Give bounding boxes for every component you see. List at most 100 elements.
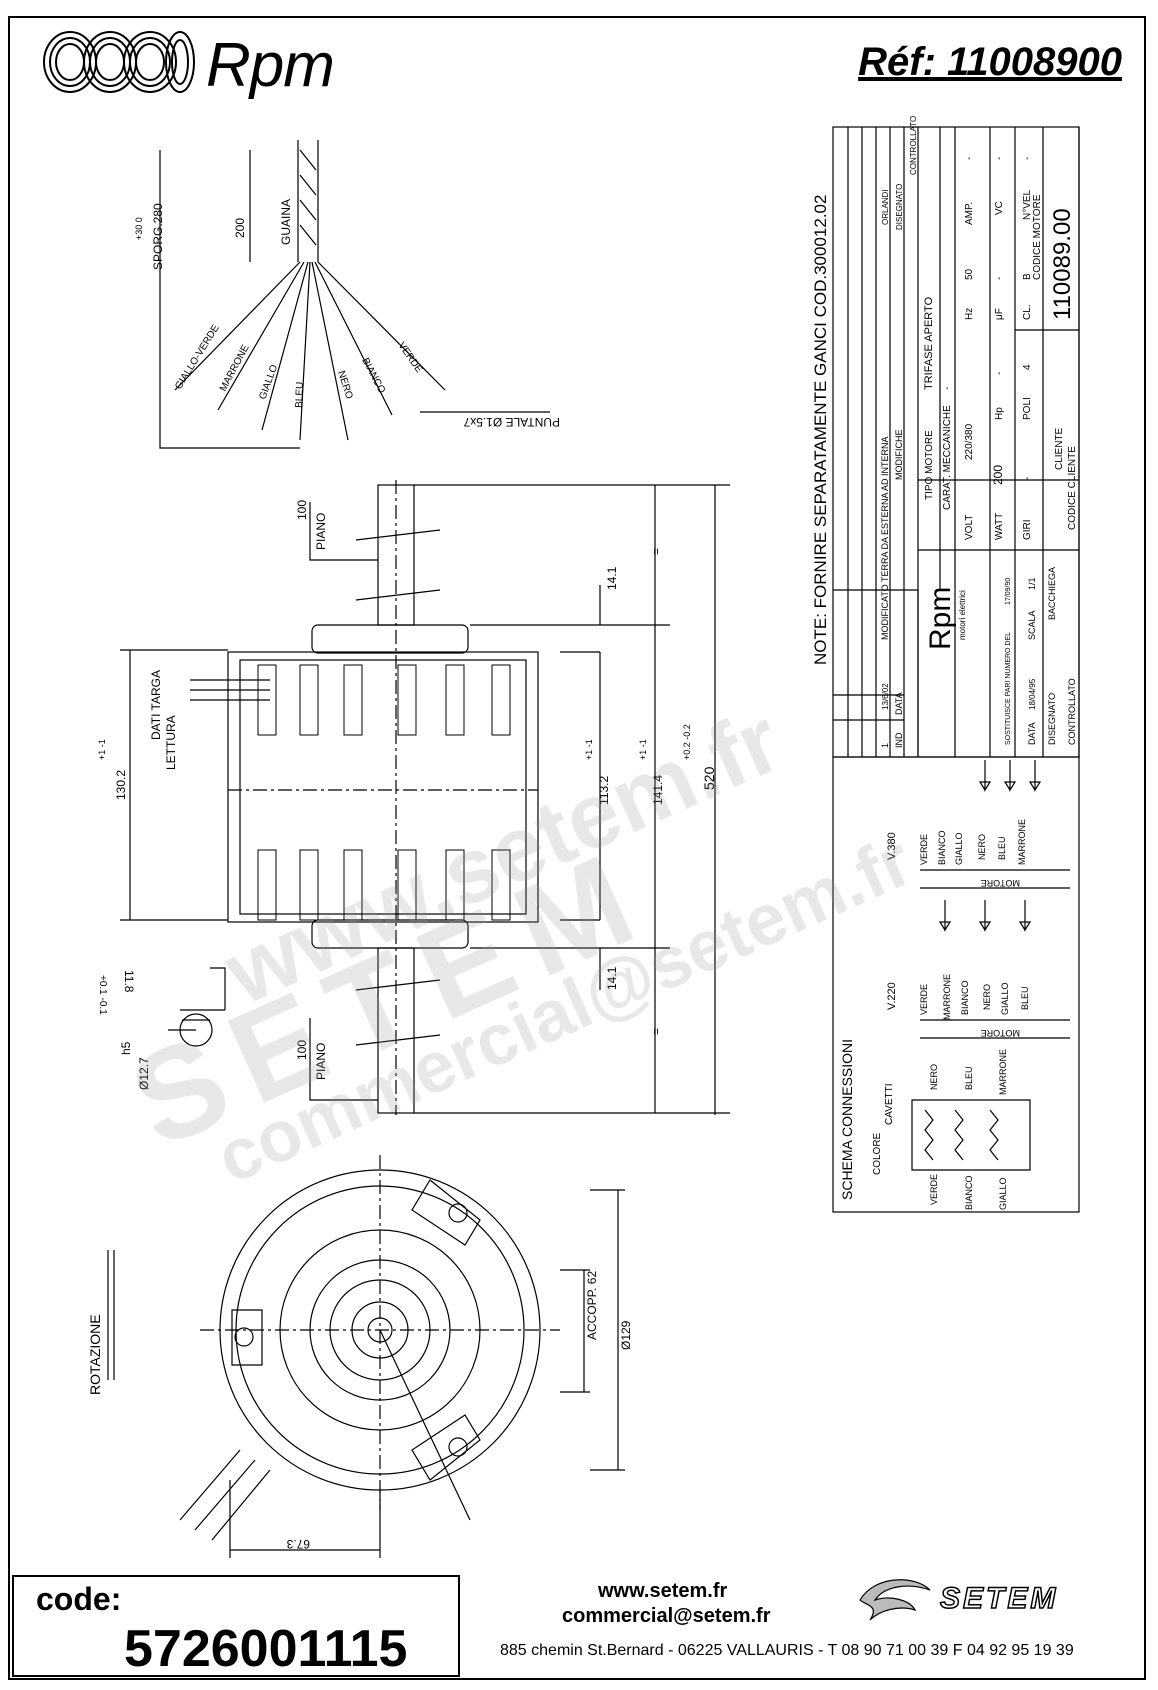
rotation-bar bbox=[107, 1250, 115, 1380]
setem-logo-text: SETEM bbox=[939, 1581, 1059, 1616]
v220-wire-6: BLEU bbox=[1020, 986, 1030, 1010]
motor-type-label: TIPO MOTORE bbox=[924, 430, 935, 500]
code-value: 5726001115 bbox=[124, 1620, 408, 1678]
wire-bot-verde: VERDE bbox=[929, 1174, 939, 1205]
wire-top-bleu: BLEU bbox=[964, 1066, 974, 1090]
dim-130-2-tol: +1 -1 bbox=[97, 739, 107, 760]
footer-email-link[interactable]: commercial@setem.fr bbox=[562, 1605, 771, 1627]
poli-label: POLI bbox=[1022, 397, 1033, 420]
cl-value: B bbox=[1022, 273, 1033, 280]
uf-label: μF bbox=[994, 308, 1005, 320]
v380-label: V.380 bbox=[886, 832, 898, 860]
nvel-value: - bbox=[1022, 157, 1033, 160]
sostituisce-date: 17/09/90 bbox=[1005, 578, 1012, 605]
wire-label-giallo-verde: GIALLO-VERDE bbox=[173, 323, 222, 392]
data-value: 18/04/95 bbox=[1028, 678, 1037, 710]
shaft-bottom bbox=[377, 947, 415, 1114]
sporg-tolerance: +30 0 bbox=[134, 217, 144, 240]
wire-bot-giallo: GIALLO bbox=[998, 1177, 1008, 1210]
disegnato-label: DISEGNATO bbox=[1047, 693, 1057, 745]
hdr-modifiche: MODIFICHE bbox=[894, 430, 904, 481]
dim-11-8-tol: +0.1 -0.1 bbox=[97, 975, 108, 1015]
schema-title: SCHEMA CONNESSIONI bbox=[839, 1039, 855, 1200]
dim-67-3: 67.3 bbox=[286, 1537, 310, 1551]
reference-number: Réf: 11008900 bbox=[858, 40, 1122, 84]
nvel-label: N°VEL bbox=[1022, 189, 1033, 220]
v220-motore: MOTORE bbox=[981, 1028, 1020, 1038]
volt-value: 220/380 bbox=[964, 423, 975, 460]
piano-top-label: PIANO bbox=[314, 513, 328, 550]
sostituisce-label: SOSTITUISCE PARI NUMERO DEL bbox=[1005, 632, 1012, 745]
hdr-orlandi: ORLANDI bbox=[881, 189, 890, 225]
data-label: DATA bbox=[1027, 722, 1037, 745]
code-box: code: 5726001115 bbox=[12, 1575, 460, 1678]
v220-wire-2: MARRONE bbox=[942, 974, 952, 1020]
dim-141-4: 141.4 bbox=[651, 775, 665, 805]
codice-motore: 110089.00 bbox=[1049, 208, 1076, 320]
hp-label: Hp bbox=[994, 407, 1005, 420]
lettura-label: LETTURA bbox=[164, 715, 178, 770]
watt-label: WATT bbox=[994, 513, 1005, 540]
footer-address: 885 chemin St.Bernard - 06225 VALLAURIS … bbox=[500, 1642, 1074, 1659]
cavetti-label: CAVETTI bbox=[884, 1084, 895, 1125]
hz-label: Hz bbox=[964, 308, 975, 320]
piano-bottom-length: 100 bbox=[295, 1040, 309, 1060]
note-text: NOTE: FORNIRE SEPARATAMENTE GANCI COD.30… bbox=[811, 195, 830, 665]
rpm-box-logo: Rpm bbox=[924, 587, 957, 650]
rev-text: MODIFICATO TERRA DA ESTERNA AD INTERNA bbox=[880, 436, 890, 640]
drawing-sheet bbox=[8, 16, 1146, 1680]
dim-14-1-top: 14.1 bbox=[605, 566, 619, 590]
v380-wire-5: BLEU bbox=[997, 836, 1007, 860]
v380-wire-2: BIANCO bbox=[937, 830, 947, 865]
giri-value: - bbox=[1022, 477, 1033, 480]
cl-label: CL. bbox=[1022, 304, 1033, 320]
dim-113-2: 113.2 bbox=[597, 776, 611, 805]
dim-520: 520 bbox=[701, 766, 717, 790]
mech-label: CARAT. MECCANICHE bbox=[942, 405, 953, 510]
v220-wire-1: VERDE bbox=[919, 984, 929, 1015]
winding-coils bbox=[924, 1109, 999, 1161]
front-cable bbox=[179, 1449, 271, 1541]
wire-label-nero: NERO bbox=[335, 370, 354, 401]
d129-label: Ø129 bbox=[619, 1320, 633, 1350]
hdr-ind: IND bbox=[894, 732, 904, 748]
sporg-label: SPORG.280 bbox=[151, 203, 165, 270]
codice-motore-label: CODICE MOTORE bbox=[1032, 194, 1043, 280]
v220-wire-3: BIANCO bbox=[960, 980, 970, 1015]
poli-value: 4 bbox=[1022, 364, 1033, 370]
h5-label: h5 bbox=[119, 1041, 133, 1055]
code-label: code: bbox=[36, 1581, 122, 1617]
uf-value: - bbox=[994, 277, 1005, 280]
cliente-label: CLIENTE bbox=[1054, 427, 1065, 470]
v380-wire-1: VERDE bbox=[919, 834, 929, 865]
motor-frame bbox=[227, 651, 539, 923]
eq-mark-top: = bbox=[649, 548, 663, 555]
connection-block bbox=[832, 756, 1080, 1213]
setem-swoosh-icon bbox=[859, 1579, 931, 1621]
dim-14-1-bottom: 14.1 bbox=[605, 966, 619, 990]
amp-label: AMP. bbox=[964, 202, 975, 225]
giri-label: GIRI bbox=[1022, 519, 1033, 540]
vc-value: - bbox=[994, 157, 1005, 160]
dim-130-2: 130.2 bbox=[114, 770, 128, 800]
volt-label: VOLT bbox=[964, 515, 975, 540]
rotazione-label: ROTAZIONE bbox=[87, 1314, 103, 1395]
puntale-label: PUNTALE Ø1.5x7 bbox=[463, 415, 560, 429]
accopp-label: ACCOPP. 62 bbox=[585, 1271, 599, 1340]
piano-bottom-label: PIANO bbox=[314, 1043, 328, 1080]
wire-top-nero: NERO bbox=[929, 1064, 939, 1090]
rev-date: 13/6/02 bbox=[881, 683, 890, 710]
disegnato-value: BACCHIEGA bbox=[1047, 567, 1057, 620]
watt-value: 200 bbox=[991, 465, 1005, 485]
d12-7-label: Ø12.7 bbox=[137, 1057, 151, 1090]
vc-label: VC bbox=[994, 201, 1005, 215]
motor-type: TRIFASE APERTO bbox=[923, 296, 935, 390]
footer-website-link[interactable]: www.setem.fr bbox=[598, 1580, 728, 1602]
v220-wire-4: NERO bbox=[982, 984, 992, 1010]
hdr-controllato: CONTROLLATO bbox=[909, 116, 918, 175]
dim-11-8: 11.8 bbox=[122, 970, 136, 993]
v220-wire-5: GIALLO bbox=[1000, 982, 1010, 1015]
dim-520-tol: +0.2 -0.2 bbox=[682, 724, 692, 760]
brand-wordmark: Rpm bbox=[206, 31, 335, 100]
